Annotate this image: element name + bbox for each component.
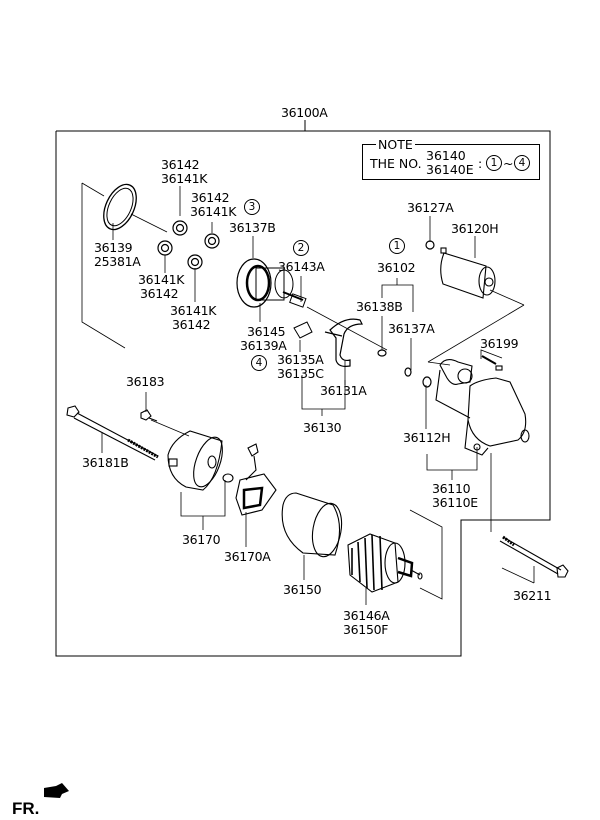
- part-label-36130[interactable]: 36130: [303, 420, 342, 435]
- part-label-36137B[interactable]: 36137B: [229, 221, 276, 235]
- armature-part: [347, 533, 423, 593]
- part-number: 36183: [126, 374, 165, 389]
- part-label-36135A[interactable]: 36135A 36135C: [277, 353, 324, 381]
- note-box: [362, 144, 540, 180]
- part-number: 36127A: [407, 200, 454, 215]
- front-direction-arrow-icon: [44, 783, 69, 798]
- planet-gears: [157, 220, 220, 270]
- solenoid-switch-part: [440, 247, 496, 299]
- part-number: 36139A: [240, 338, 287, 353]
- assembly-frame: [55, 120, 551, 657]
- callout-4: 4: [251, 355, 267, 371]
- part-label-36112H[interactable]: 36112H: [403, 430, 451, 445]
- part-number: 36142: [140, 286, 179, 301]
- note-part-1[interactable]: 36140: [426, 148, 466, 163]
- part-number: 36142: [191, 190, 230, 205]
- front-direction-label: FR.: [12, 799, 40, 818]
- yoke-part: [281, 492, 343, 558]
- part-number: 36170: [182, 532, 221, 547]
- note-part-2[interactable]: 36140E: [426, 162, 474, 177]
- part-number: 36146A: [343, 608, 390, 623]
- part-label-36139[interactable]: 36139 25381A: [94, 241, 141, 269]
- callout-2: 2: [293, 240, 309, 256]
- overrunning-clutch-part: [236, 258, 307, 308]
- part-number: 36145: [247, 324, 286, 339]
- part-label-36102[interactable]: 36102: [377, 260, 416, 275]
- part-number: 36141K: [190, 204, 237, 219]
- part-label-36110[interactable]: 36110 36110E: [432, 482, 478, 510]
- part-label-36141K-left[interactable]: 36141K 36142: [138, 273, 184, 301]
- part-label-36143A[interactable]: 36143A: [278, 260, 325, 274]
- note-prefix: THE NO.: [370, 156, 422, 171]
- part-label-36145[interactable]: 36145 36139A: [240, 325, 287, 353]
- part-number: 36110E: [432, 495, 478, 510]
- brush-holder-part: [235, 443, 277, 516]
- part-number: 36142: [172, 317, 211, 332]
- mounting-bolt-part: [499, 535, 569, 578]
- part-label-36183[interactable]: 36183: [126, 374, 165, 389]
- part-label-36142-middle[interactable]: 36142 36141K: [190, 191, 236, 219]
- part-label-36131A[interactable]: 36131A: [320, 384, 367, 398]
- part-number: 36170A: [224, 549, 271, 564]
- part-number: 36141K: [170, 303, 217, 318]
- part-number: 36150F: [343, 622, 389, 637]
- part-label-36199[interactable]: 36199: [480, 336, 519, 351]
- through-bolt-part: [66, 405, 159, 461]
- part-number: 36120H: [451, 221, 499, 236]
- seal-ring-part: [103, 183, 137, 231]
- part-label-36141K-right[interactable]: 36141K 36142: [170, 304, 216, 332]
- starter-housing-part: [435, 355, 530, 456]
- part-number: 36141K: [138, 272, 185, 287]
- part-number: 36143A: [278, 259, 325, 274]
- part-label-36138B[interactable]: 36138B: [356, 300, 403, 314]
- part-number: 36135C: [277, 366, 324, 381]
- part-label-36146A[interactable]: 36146A 36150F: [343, 609, 390, 637]
- lever-holder-part: [293, 321, 313, 339]
- part-number: 36137A: [388, 321, 435, 336]
- part-number: 36199: [480, 336, 519, 351]
- part-number: 36150: [283, 582, 322, 597]
- part-label-36142-upper[interactable]: 36142 36141K: [161, 158, 207, 186]
- drive-lever-part: [324, 318, 363, 367]
- part-label-36127A[interactable]: 36127A: [407, 201, 454, 215]
- part-number: 36211: [513, 588, 552, 603]
- note-range-separator: ~: [503, 156, 514, 171]
- part-label-36170A[interactable]: 36170A: [224, 550, 271, 564]
- part-label-assembly[interactable]: 36100A: [281, 106, 328, 120]
- part-label-36150[interactable]: 36150: [283, 582, 322, 597]
- note-range-start-callout: 1: [486, 155, 502, 171]
- part-number: 36110: [432, 481, 471, 496]
- part-label-36170[interactable]: 36170: [182, 532, 221, 547]
- part-number: 36130: [303, 420, 342, 435]
- part-number: 36142: [161, 157, 200, 172]
- part-label-36181B[interactable]: 36181B: [82, 456, 129, 470]
- note-colon: :: [478, 156, 483, 171]
- part-number: 36139: [94, 240, 133, 255]
- part-number: 36141K: [161, 171, 208, 186]
- part-number: 36135A: [277, 352, 324, 367]
- part-label-36137A[interactable]: 36137A: [388, 322, 435, 336]
- callout-3: 3: [244, 199, 260, 215]
- part-number: 36102: [377, 260, 416, 275]
- part-number: 36112H: [403, 430, 451, 445]
- part-label-36211[interactable]: 36211: [513, 588, 552, 603]
- washers: [377, 240, 435, 388]
- rear-bracket-part: [167, 430, 234, 491]
- note-range-end-callout: 4: [514, 155, 530, 171]
- note-title: NOTE: [376, 137, 415, 152]
- screw-part: [140, 409, 158, 422]
- assembly-part-number: 36100A: [281, 105, 328, 120]
- part-number: 36131A: [320, 383, 367, 398]
- part-number: 36138B: [356, 299, 403, 314]
- part-number: 36137B: [229, 220, 276, 235]
- part-number: 36181B: [82, 455, 129, 470]
- part-label-36120H[interactable]: 36120H: [451, 221, 499, 236]
- callout-1: 1: [389, 238, 405, 254]
- part-number: 25381A: [94, 254, 141, 269]
